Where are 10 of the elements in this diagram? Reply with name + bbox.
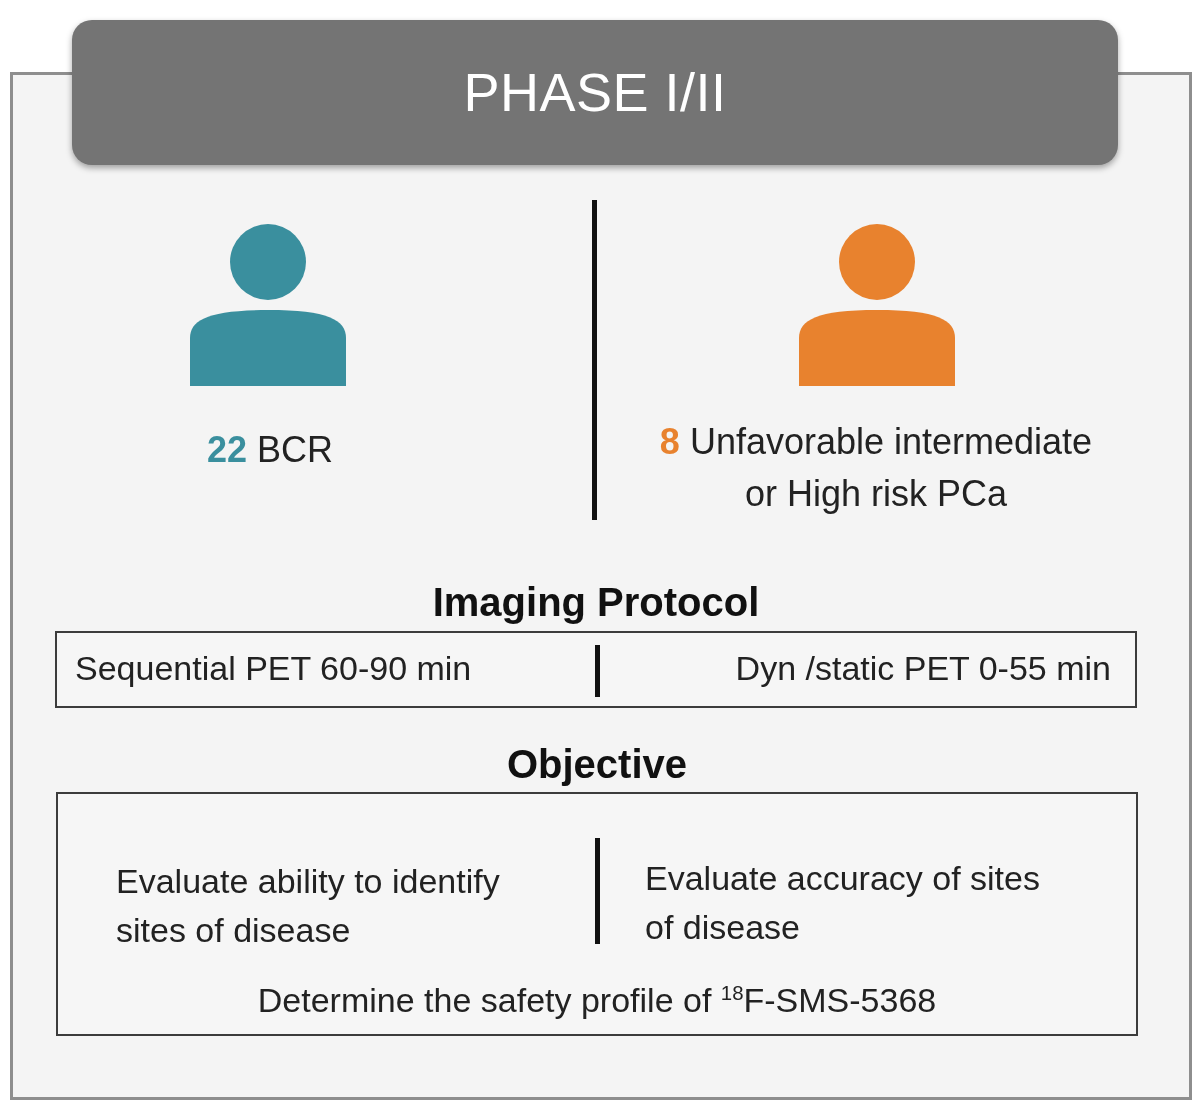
protocol-text: Dyn /static PET 0-55 min (735, 648, 1111, 689)
protocol-text: Sequential PET 60-90 min (75, 648, 472, 689)
objective-text: Evaluate accuracy of sites of disease (645, 858, 1041, 948)
section-heading: Objective (506, 741, 688, 788)
objective-text: Determine the safety profile of $^{18}$F-SMS-5368 (256, 980, 938, 1021)
objective-text: Evaluate ability to identify sites of disease (116, 861, 501, 951)
title: PHASE I/II (463, 62, 727, 123)
cohort-label: 8 Unfavorable intermediate or High risk PCa (658, 420, 1094, 516)
cohort-label: 22 BCR (205, 428, 335, 472)
section-heading: Imaging Protocol (432, 579, 760, 626)
